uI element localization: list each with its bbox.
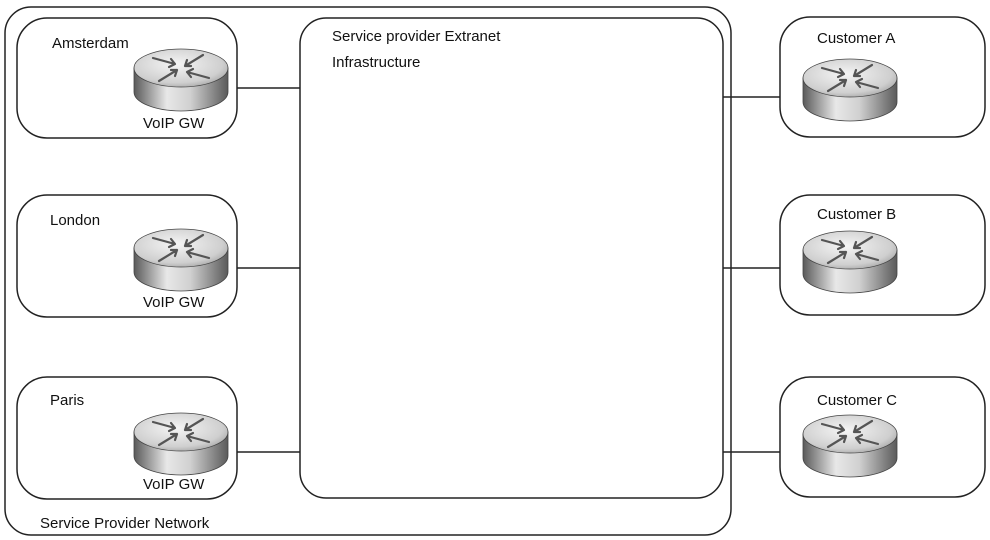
extranet-title-line2: Infrastructure [332, 54, 420, 71]
site-name: Amsterdam [52, 35, 129, 52]
router-icon [801, 229, 899, 295]
customer-name: Customer A [817, 30, 895, 47]
extranet-infrastructure-box [299, 17, 724, 499]
router-icon [132, 411, 230, 477]
customer-a: Customer A [779, 16, 986, 138]
device-label: VoIP GW [143, 115, 205, 132]
site-paris: Paris VoIP GW [16, 376, 238, 500]
device-label: VoIP GW [143, 294, 205, 311]
customer-c: Customer C [779, 376, 986, 498]
site-name: London [50, 212, 100, 229]
device-label: VoIP GW [143, 476, 205, 493]
site-amsterdam: Amsterdam VoIP GW [16, 17, 238, 139]
customer-b: Customer B [779, 194, 986, 316]
router-icon [801, 413, 899, 479]
extranet-title-line1: Service provider Extranet [332, 28, 501, 45]
router-icon [132, 47, 230, 113]
customer-name: Customer B [817, 206, 896, 223]
router-icon [132, 227, 230, 293]
site-name: Paris [50, 392, 84, 409]
router-icon [801, 57, 899, 123]
service-provider-network-label: Service Provider Network [40, 515, 210, 532]
customer-name: Customer C [817, 392, 897, 409]
site-london: London VoIP GW [16, 194, 238, 318]
